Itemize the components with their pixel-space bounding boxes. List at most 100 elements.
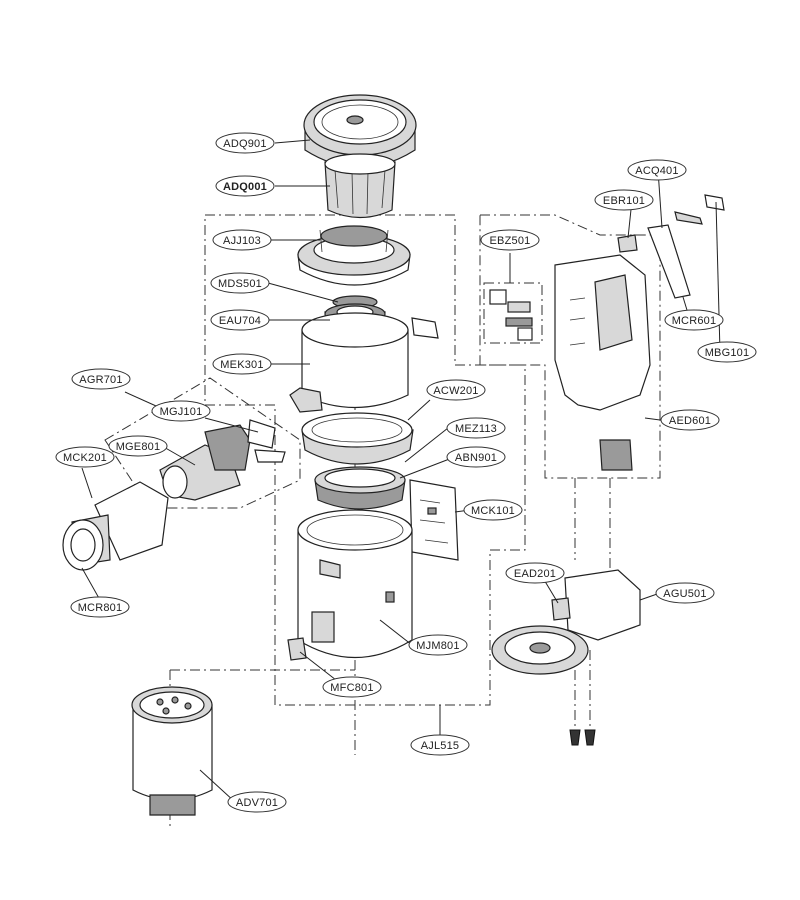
callout-label: AJJ103 [223,235,261,247]
acw201-ring-part [301,412,414,465]
callout-label: MCK101 [471,505,515,517]
callout-ellipse [505,562,565,584]
callout-mge801: MGE801 [108,435,168,457]
leader-lines [81,139,721,803]
callout-label: MEZ113 [455,423,497,435]
callout-label: MFC801 [330,682,373,694]
switch-parts [489,289,533,341]
callout-ellipse [212,353,272,375]
callout-ellipse [446,417,506,439]
callout-label: ACQ401 [635,165,678,177]
callout-agu501: AGU501 [655,582,715,604]
callout-ellipse [408,634,468,656]
callout-ajl515: AJL515 [410,734,470,756]
handle-assembly-boundary [479,214,661,479]
callout-ellipse [215,175,275,197]
callout-agr701: AGR701 [71,368,131,390]
base-part [491,569,641,746]
callout-mfc801: MFC801 [322,676,382,698]
callout-label: MJM801 [416,640,459,652]
callout-label: MBG101 [705,347,750,359]
callout-ellipse [212,229,272,251]
callout-ebz501: EBZ501 [480,229,540,251]
callout-aed601: AED601 [660,409,720,431]
callout-ellipse [446,446,506,468]
latch-part [287,637,307,661]
callout-ebr101: EBR101 [594,189,654,211]
brush-head-part [62,481,169,571]
callout-mek301: MEK301 [212,353,272,375]
cyclone-ring-part [297,225,411,286]
callout-ajj103: AJJ103 [212,229,272,251]
callout-labels: ADQ901ADQ001AJJ103MDS501EAU704MEK301AGR7… [55,132,757,813]
filter-canister-part [131,686,213,816]
callout-label: EBR101 [603,195,645,207]
callout-label: ADQ901 [223,138,266,150]
callout-abn901: ABN901 [446,446,506,468]
callout-ellipse [697,341,757,363]
callout-ellipse [322,676,382,698]
callout-ellipse [664,309,724,331]
callout-ellipse [627,159,687,181]
callout-label: MDS501 [218,278,262,290]
lower-ring-part [314,466,406,510]
filter-cone-part [324,153,396,219]
callout-mbg101: MBG101 [697,341,757,363]
callout-mck201: MCK201 [55,446,115,468]
callout-label: MCR801 [78,602,123,614]
callout-ellipse [227,791,287,813]
callout-label: AJL515 [421,740,460,752]
callout-label: EBZ501 [490,235,531,247]
callout-ellipse [108,435,168,457]
callout-mds501: MDS501 [210,272,270,294]
callout-label: MGE801 [116,441,161,453]
callout-label: ADV701 [236,797,278,809]
callout-ellipse [655,582,715,604]
callout-mez113: MEZ113 [446,417,506,439]
callout-ellipse [594,189,654,211]
callout-adq001: ADQ001 [215,175,275,197]
callout-mcr801: MCR801 [70,596,130,618]
handle-small-parts [617,194,725,299]
callout-acw201: ACW201 [426,379,486,401]
callout-ellipse [151,400,211,422]
callout-eau704: EAU704 [210,309,270,331]
callout-ellipse [410,734,470,756]
callout-ellipse [215,132,275,154]
callout-ellipse [660,409,720,431]
callout-label: AED601 [669,415,711,427]
callout-label: AGR701 [79,374,122,386]
motor-housing-part [289,312,439,413]
callout-ead201: EAD201 [505,562,565,584]
callout-label: AGU501 [663,588,706,600]
callout-mjm801: MJM801 [408,634,468,656]
callout-ellipse [210,272,270,294]
callout-label: MEK301 [220,359,263,371]
ebz501-boundary [483,282,543,344]
handle-body-part [554,254,651,471]
callout-label: ADQ001 [223,181,267,193]
callout-ellipse [463,499,523,521]
cap-top-part [303,94,417,169]
callout-ellipse [210,309,270,331]
callout-label: MCK201 [63,452,107,464]
callout-mgj101: MGJ101 [151,400,211,422]
dust-bin-part [297,509,413,659]
main-assembly-boundary [204,214,526,706]
callout-ellipse [70,596,130,618]
callout-label: ACW201 [433,385,478,397]
callout-ellipse [55,446,115,468]
nozzle-assembly-part [159,419,286,501]
callout-acq401: ACQ401 [627,159,687,181]
callout-mcr601: MCR601 [664,309,724,331]
callout-ellipse [71,368,131,390]
callout-adv701: ADV701 [227,791,287,813]
callout-adq901: ADQ901 [215,132,275,154]
callout-ellipse [480,229,540,251]
callout-label: MCR601 [672,315,717,327]
bracket-part [409,479,459,561]
callout-ellipse [426,379,486,401]
parts [62,94,725,816]
